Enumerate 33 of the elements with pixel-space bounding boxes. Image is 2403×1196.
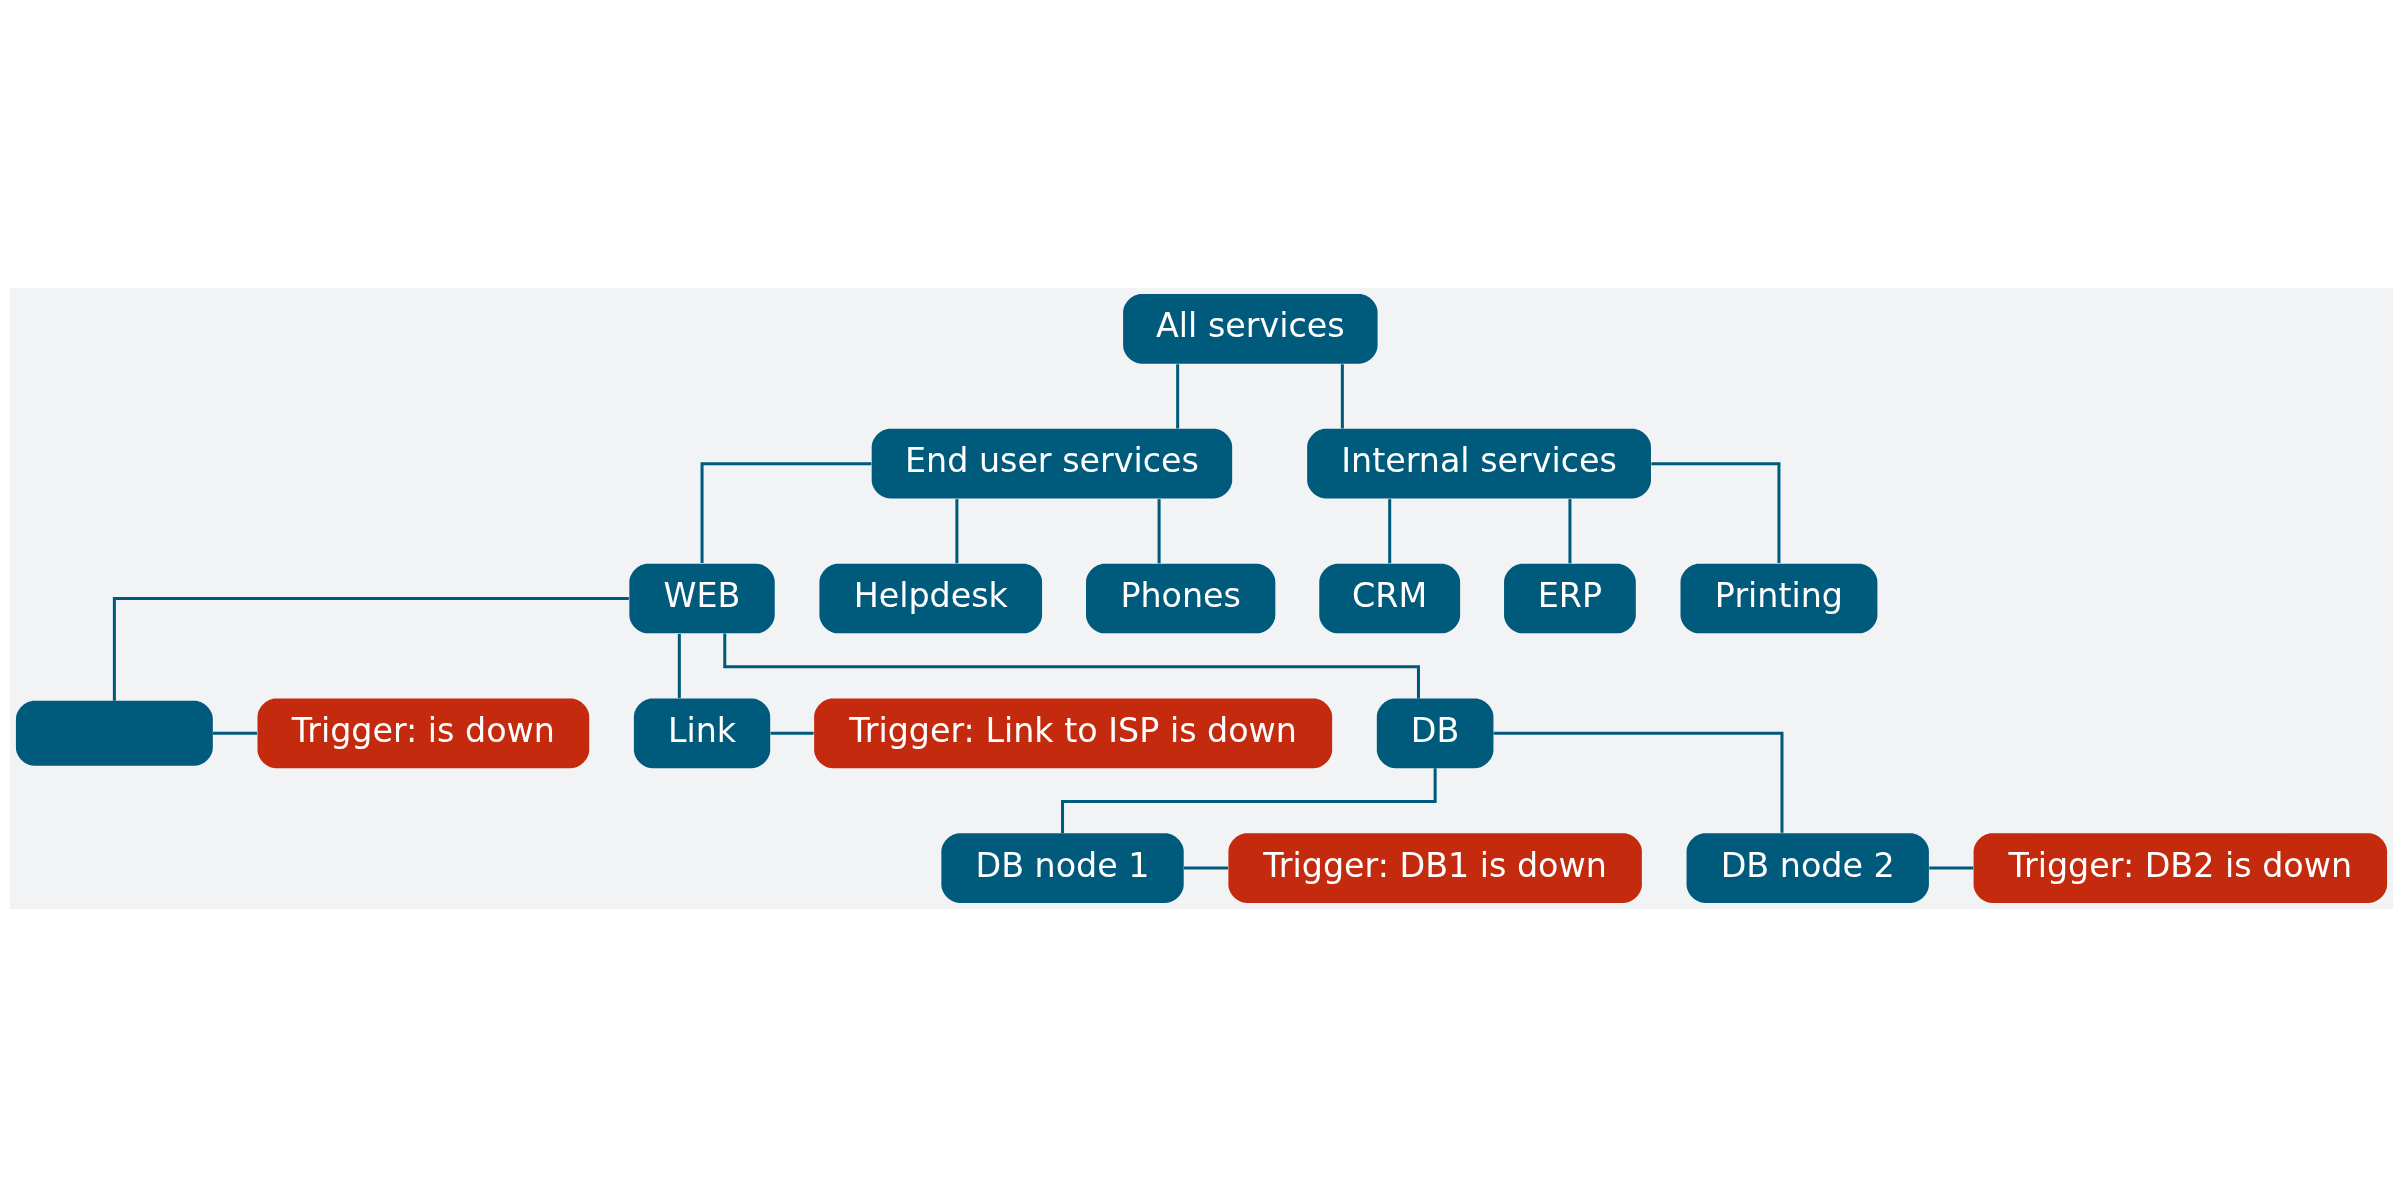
node-box: Helpdesk [819,563,1043,633]
node-box: Phones [1086,563,1276,633]
connector [1929,866,1974,870]
connector [1388,498,1392,563]
node-box: Internal services [1307,428,1651,499]
connector [1176,363,1180,428]
node-box: Link [633,697,771,768]
node-box: End user services [871,428,1233,499]
connector [1651,461,1781,563]
node-box: DB [1376,697,1494,768]
node-box: Trigger: DB2 is down [1973,832,2388,903]
node-box: Trigger: DB1 is down [1228,832,1642,903]
node-box: All services [1123,293,1378,364]
connector [770,731,814,735]
node-box: Trigger: is down [257,697,590,768]
connector [1568,498,1572,563]
connector [1157,498,1161,563]
connector [213,731,257,735]
node-box: DB node 1 [941,832,1184,903]
node-box: Printing [1680,563,1878,633]
connector [112,596,629,701]
node-box [15,700,213,766]
connector [1493,731,1784,833]
node-box: DB node 2 [1686,832,1929,903]
connector [677,633,681,698]
node-box: WEB [629,563,775,633]
node-box: ERP [1504,563,1636,633]
node-box: Trigger: Link to ISP is down [814,697,1333,768]
connector [1340,363,1344,428]
connector [1184,866,1229,870]
node-box: CRM [1319,563,1461,633]
connector [955,498,959,563]
connector [700,461,872,563]
